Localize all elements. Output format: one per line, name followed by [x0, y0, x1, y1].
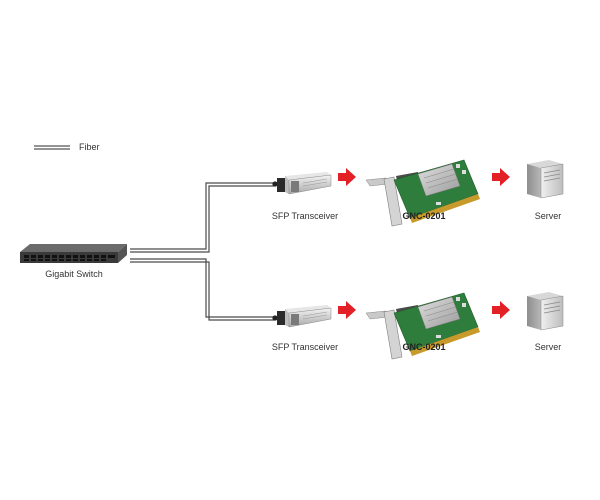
fiber-link-bottom: [130, 258, 274, 321]
arrow-to-server: [492, 301, 510, 319]
gnc-0201-card-image: [365, 292, 480, 360]
transceiver-label: SFP Transceiver: [271, 342, 339, 352]
server-image: [527, 292, 564, 331]
arrow-to-card: [338, 168, 356, 186]
fiber-link-top: [130, 182, 274, 253]
switch-label: Gigabit Switch: [45, 269, 103, 279]
legend-fiber-line: [34, 145, 70, 150]
legend-fiber-label: Fiber: [79, 142, 100, 152]
connector-dot-bottom: [272, 315, 278, 321]
server-image: [527, 160, 564, 199]
server-label: Server: [534, 211, 562, 221]
arrow-to-server: [492, 168, 510, 186]
sfp-transceiver-image: [277, 305, 332, 328]
gigabit-switch-image: [20, 244, 127, 263]
card-label: GNC-0201: [402, 211, 446, 221]
transceiver-label: SFP Transceiver: [271, 211, 339, 221]
server-label: Server: [534, 342, 562, 352]
sfp-transceiver-image: [277, 172, 332, 195]
connector-dot-top: [272, 181, 278, 187]
gnc-0201-card-image: [365, 159, 480, 227]
card-label: GNC-0201: [402, 342, 446, 352]
arrow-to-card: [338, 301, 356, 319]
